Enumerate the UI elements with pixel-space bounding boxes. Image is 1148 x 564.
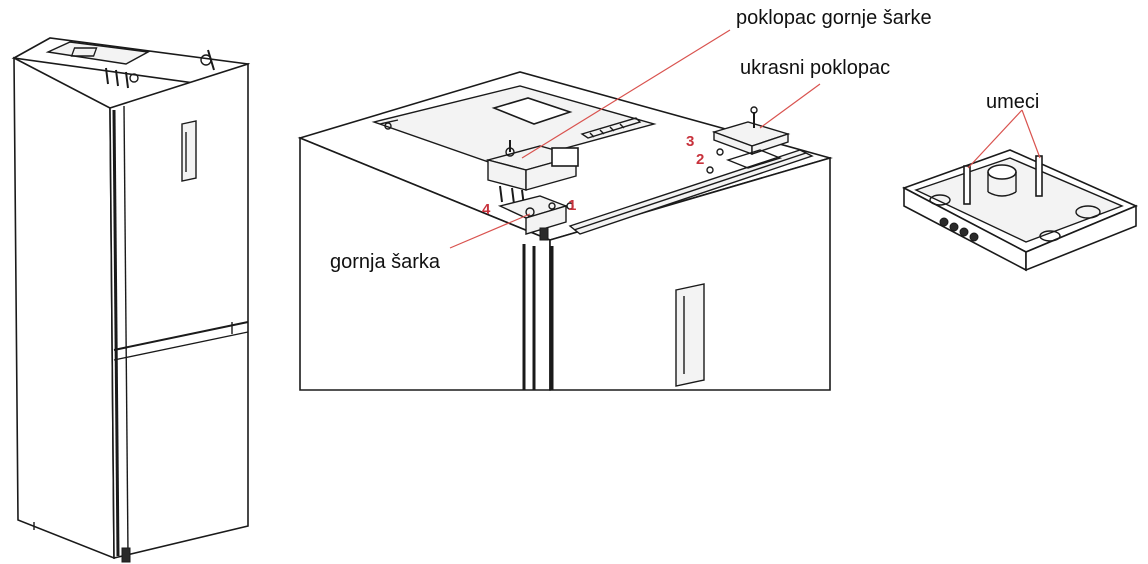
step-numbers: 3 2 4 1 xyxy=(482,133,704,218)
refrigerator-top-detail xyxy=(297,71,833,391)
leader-decorative-cover xyxy=(759,83,821,129)
label-decorative-cover: ukrasni poklopac xyxy=(740,57,890,79)
label-top-hinge: gornja šarka xyxy=(330,251,441,273)
leader-insert-right xyxy=(1021,109,1041,159)
leader-lines xyxy=(449,29,1041,249)
leader-top-hinge xyxy=(449,213,531,249)
leader-insert-left xyxy=(967,109,1023,169)
refrigerator-full-view xyxy=(11,37,251,563)
label-inserts: umeci xyxy=(986,91,1039,113)
step-number-3: 3 xyxy=(686,133,694,150)
label-top-hinge-cover: poklopac gornje šarke xyxy=(736,7,932,29)
step-number-4: 4 xyxy=(482,201,491,218)
leader-top-hinge-cover xyxy=(521,29,731,159)
decorative-cover-inserts-detail xyxy=(902,149,1139,272)
step-number-1: 1 xyxy=(568,197,576,214)
step-number-2: 2 xyxy=(696,151,704,168)
